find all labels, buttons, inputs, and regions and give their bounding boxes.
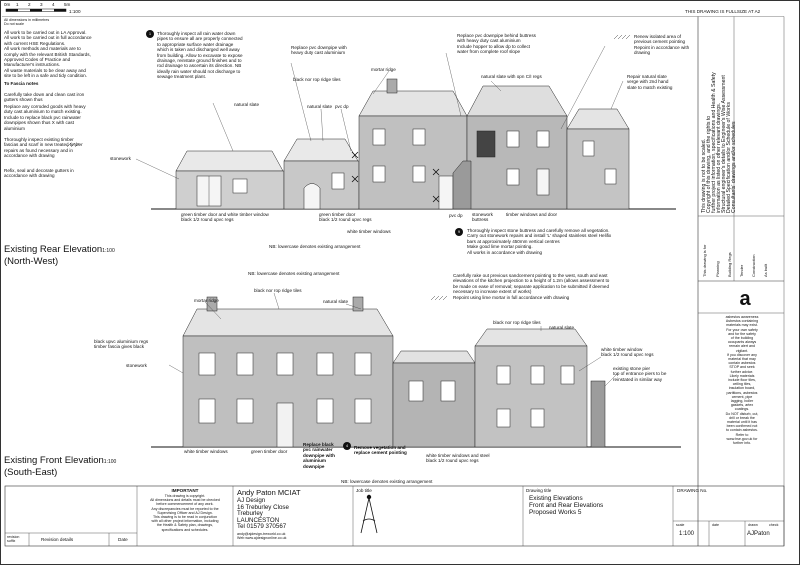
date-label: date <box>712 523 719 527</box>
general-notes: All work to be carried out in LA Approva… <box>4 30 92 79</box>
note-remove-vegetation: Remove vegetation and replace cement poi… <box>354 445 407 456</box>
note-replace-downpipe: Replace black pvc rainwater downpipe wit… <box>303 442 335 469</box>
note-replace-behind-buttress: Replace pvc downpipe behind buttress wit… <box>457 33 536 55</box>
designer-address: AJ Design 16 Treburley Close Treburley L… <box>237 497 289 531</box>
label-black-upvc: black upvc aluminium regs timber fascia … <box>94 339 149 350</box>
scale-tick: 1 <box>16 2 19 7</box>
callout-marker: 4 <box>343 442 351 450</box>
rear-elevation-drawing <box>66 34 676 210</box>
scale-tick: 2 <box>28 2 31 7</box>
note-replace-pvc: Replace pvc downpipe with heavy duty cas… <box>291 45 347 56</box>
side-note: Consultants' drawings and/or schedules <box>731 121 737 213</box>
label-white-windows: white timber windows <box>184 449 228 454</box>
note-refix: Refix, seal and decorate gutters in acco… <box>4 168 74 179</box>
label-pvc-dp: pvc dp <box>335 104 349 109</box>
note-gutters: Carefully take down and clean cast iron … <box>4 92 85 103</box>
fascia-notes-title: To Fascia notes <box>4 81 39 86</box>
note-inspect-stone: Thoroughly inspect stone buttress and ca… <box>467 228 612 255</box>
revision-details-header: Revision details <box>41 537 74 542</box>
grid-label: Tender <box>739 264 744 277</box>
note-renew-pointing: Renew isolated area of previous cement p… <box>634 34 690 56</box>
grid-label: Building Regs <box>727 252 732 277</box>
label-mortar-ridge: mortar ridge <box>371 67 396 72</box>
important-title: IMPORTANT <box>171 488 199 493</box>
important-text: This drawing is copyright. All dimension… <box>150 494 220 532</box>
label-natural-slate-cl: natural slate with opn C/I regs <box>481 74 542 79</box>
job-title-label: Job title <box>356 488 372 493</box>
note-repair-slate: Repair natural slate verge with 2nd hand… <box>627 74 673 90</box>
aj-design-logo: a <box>739 288 751 310</box>
drawing-title: Existing Elevations Front and Rear Eleva… <box>529 495 604 517</box>
grid-label: This drawing is for <box>702 244 707 277</box>
label-stonework: stonework <box>110 156 131 161</box>
designer-name: Andy Paton MCIAT <box>237 488 301 497</box>
label-nb-lowercase: NB: lowercase denotes existing arrangeme… <box>248 271 340 276</box>
label-nb-lowercase: NB: lowercase denotes existing arrangeme… <box>269 244 361 249</box>
label-natural-slate: natural slate <box>323 299 349 304</box>
front-elevation-subtitle: (South-East) <box>4 467 58 478</box>
front-elevation-drawing <box>151 292 681 448</box>
drawing-title-label: Drawing title <box>526 488 552 493</box>
label-stonework-buttress: stonework buttress <box>472 212 493 223</box>
callout-marker: 1 <box>146 30 154 38</box>
drawing-no-label: DRAWING No. <box>677 488 708 493</box>
grid-label: As built <box>763 263 768 277</box>
scale-tick: 5m <box>64 2 71 7</box>
label-timber-windows: timber windows and door <box>506 212 558 217</box>
drawn-value: AJPaton <box>747 531 770 537</box>
revision-suffix-header: revision suffix <box>7 535 20 544</box>
rear-elevation-title: Existing Rear Elevation1:100 <box>4 244 115 255</box>
rear-elevation-subtitle: (North-West) <box>4 256 59 267</box>
label-pvc-dp: pvc dp <box>449 213 463 218</box>
note-inspect-downpipes: Thoroughly inspect all rain water down p… <box>157 31 243 80</box>
callout-marker: 9 <box>455 228 463 236</box>
label-black-ridge: black nor rop ridge tiles <box>293 77 341 82</box>
scale-tick: 4 <box>52 2 55 7</box>
note-replace-goods: Replace any corroded goods with heavy du… <box>4 104 86 131</box>
label-green-door: green timber door and white timber windo… <box>181 212 269 223</box>
label-white-window-black: white timber window black 1/2 round upvc… <box>601 347 654 358</box>
scale-value: 1:100 <box>679 531 695 537</box>
scale-tick: 0m <box>4 2 11 7</box>
label-natural-slate: natural slate <box>549 325 575 330</box>
grid-label: Construction <box>751 254 756 277</box>
scale-label: scale <box>676 523 685 527</box>
label-white-windows-steel: white timber windows and steel black 1/2… <box>426 453 490 464</box>
scale-tick: 3 <box>40 2 43 7</box>
label-green-door: green timber door <box>251 449 288 454</box>
note-fascias: Thoroughly inspect existing timber fasci… <box>4 137 83 159</box>
dimensions-note: All dimensions in millimetres Do not sca… <box>4 18 50 27</box>
label-stonework: stonework <box>126 363 147 368</box>
label-nb-lowercase: NB: lowercase denotes existing arrangeme… <box>341 479 433 484</box>
dividers-icon <box>360 494 378 534</box>
label-mortar-ridge: mortar ridge <box>194 298 219 303</box>
designer-contact: andy@ajdesign-treworld.co.uk Web www.ajd… <box>237 532 287 541</box>
sheet-size-note: THIS DRAWING IS FULLSIZE AT A2 <box>685 9 761 14</box>
asbestos-notice: asbestos awareness Asbestos containing m… <box>725 315 759 446</box>
note-rake-out: Carefully rake out previous sandcement p… <box>453 273 610 300</box>
label-stone-pier: existing stone pier top of entrance pier… <box>613 366 667 382</box>
check-label: check <box>769 523 779 527</box>
label-natural-slate: natural slate <box>234 102 260 107</box>
label-white-window: white timber windows <box>347 229 391 234</box>
label-black-nor: black nor rop ridge tiles <box>493 320 541 325</box>
scale-title: 1:100 <box>69 9 81 14</box>
label-black-ridge: black nor rop ridge tiles <box>254 288 302 293</box>
drawn-label: drawn <box>748 523 758 527</box>
revision-date-header: Date <box>118 537 128 542</box>
label-natural-slate: natural slate <box>307 104 333 109</box>
front-elevation-title: Existing Front Elevation1:100 <box>4 455 117 466</box>
grid-label: Planning <box>715 261 720 277</box>
label-green-door: green timber door black 1/2 round upvc r… <box>319 212 372 223</box>
